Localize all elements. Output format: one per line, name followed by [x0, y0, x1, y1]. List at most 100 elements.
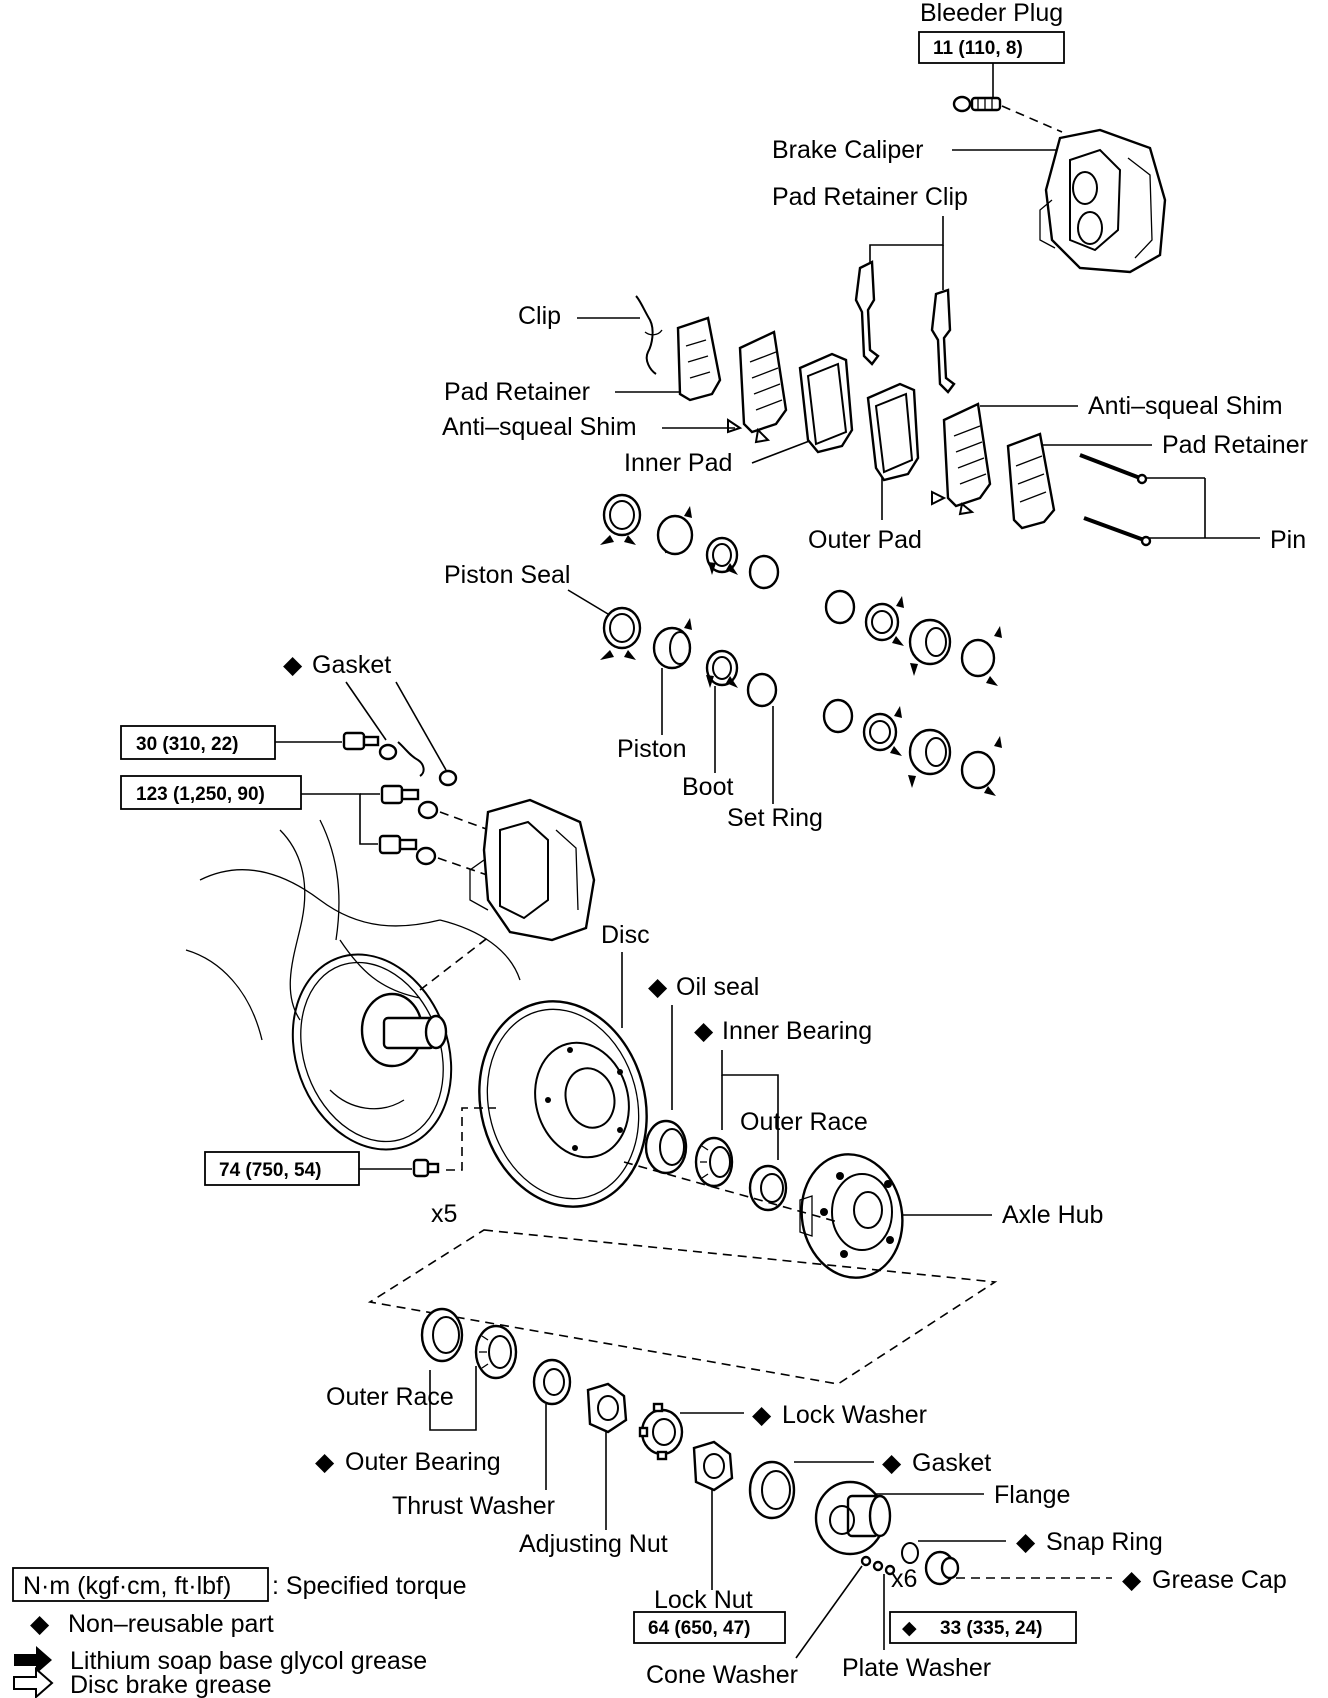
thrust-washer-label: Thrust Washer: [392, 1492, 555, 1520]
disc-part: [478, 1000, 648, 1208]
gasket-bolt-group: 30 (310, 22): [120, 725, 458, 787]
anti-squeal-shim-left-group: Anti–squeal Shim: [442, 330, 788, 444]
inner-pad-label: Inner Pad: [624, 449, 732, 477]
inner-bearing-group: ◆ Inner Bearing: [694, 1017, 872, 1188]
snap-ring-label: Snap Ring: [1046, 1528, 1163, 1556]
outer-bearing-label: Outer Bearing: [345, 1448, 501, 1476]
piston-set-row2: [602, 606, 778, 708]
pin-upper-part: [1079, 453, 1148, 485]
gasket-bolt-part: [342, 731, 458, 787]
pad-retainer-right-label: Pad Retainer: [1162, 431, 1308, 459]
flange-label: Flange: [994, 1481, 1070, 1509]
bleeder-plug-group: Bleeder Plug 11 (110, 8): [918, 0, 1065, 133]
non-reusable-symbol-gasket-bottom: ◆: [882, 1449, 902, 1477]
legend-non-reusable: Non–reusable part: [68, 1610, 274, 1638]
hub-parts-frame: [367, 1229, 998, 1385]
piston-part: [656, 514, 694, 556]
pad-retainer-clip-group: Pad Retainer Clip: [772, 183, 968, 394]
outer-race-upper-label: Outer Race: [740, 1108, 868, 1136]
anti-squeal-shim-left-label: Anti–squeal Shim: [442, 413, 637, 441]
set-ring-part: [748, 554, 780, 590]
legend-disc-grease-arrow-icon: [13, 1666, 54, 1698]
pin-group: Pin: [1079, 453, 1306, 554]
lock-nut-part: [692, 1440, 734, 1492]
piston-seal-group: Piston Seal: [444, 561, 609, 615]
non-reusable-symbol-flange-nut: ◆: [902, 1618, 917, 1639]
oil-seal-part: [644, 1119, 688, 1175]
legend: N·m (kgf·cm, ft·lbf) : Specified torque …: [12, 1567, 467, 1698]
lock-nut-label: Lock Nut: [654, 1586, 753, 1614]
piston-label: Piston: [617, 735, 686, 763]
non-reusable-symbol-grease-cap: ◆: [1122, 1566, 1142, 1594]
clip-group: Clip: [518, 295, 663, 375]
legend-disc-grease: Disc brake grease: [70, 1671, 271, 1698]
non-reusable-symbol-gasket: ◆: [283, 651, 303, 679]
outer-race-upper-part: [748, 1164, 788, 1212]
pad-retainer-left-label: Pad Retainer: [444, 378, 590, 406]
pad-retainer-left-part: [676, 316, 722, 402]
set-ring-label: Set Ring: [727, 804, 823, 832]
cone-washer-part: [860, 1555, 896, 1576]
flange-part: [814, 1480, 892, 1556]
lock-washer-part: [638, 1402, 684, 1461]
gasket-bottom-part: [748, 1460, 796, 1520]
anti-squeal-shim-right-part: [931, 402, 992, 516]
adjusting-nut-part: [586, 1382, 628, 1434]
piston-group: Piston: [617, 668, 686, 763]
non-reusable-symbol-snap-ring: ◆: [1016, 1528, 1036, 1556]
x5-label: x5: [431, 1200, 457, 1228]
pad-retainer-clip-label: Pad Retainer Clip: [772, 183, 968, 211]
flange-group: Flange: [814, 1480, 1070, 1556]
legend-lithium-arrow-icon: [14, 1646, 52, 1674]
axle-hub-group: Axle Hub: [799, 1153, 1103, 1279]
inner-pad-group: Inner Pad: [624, 352, 854, 477]
outer-race-lower-part: [420, 1307, 464, 1363]
inner-pad-part: [798, 352, 854, 454]
gasket-bottom-label: Gasket: [912, 1449, 991, 1477]
grease-cap-part: [924, 1550, 960, 1586]
non-reusable-symbol-lock-washer: ◆: [752, 1401, 772, 1429]
lock-nut-group: Lock Nut 64 (650, 47): [633, 1440, 786, 1644]
flange-nut-torque-box: [889, 1611, 1077, 1644]
bleeder-plug-torque-box: [918, 31, 1065, 64]
gasket-top-label: Gasket: [312, 651, 391, 679]
disc-bolt-group: 74 (750, 54) x5: [204, 1107, 496, 1228]
thrust-washer-part: [532, 1358, 572, 1406]
outer-race-lower-group: Outer Race: [326, 1307, 477, 1431]
gasket-bottom-group: ◆ Gasket: [748, 1449, 991, 1520]
oil-seal-group: ◆ Oil seal: [644, 973, 759, 1175]
gasket-bolt-torque: 30 (310, 22): [136, 734, 238, 755]
gasket-top-group: ◆ Gasket: [283, 651, 447, 771]
legend-torque-unit: N·m (kgf·cm, ft·lbf): [23, 1572, 231, 1600]
snap-ring-group: ◆ Snap Ring: [901, 1528, 1163, 1564]
caliper-bolt-torque-box: [120, 775, 302, 810]
grease-cap-label: Grease Cap: [1152, 1566, 1287, 1594]
oil-seal-label: Oil seal: [676, 973, 759, 1001]
legend-non-reusable-symbol: ◆: [30, 1610, 50, 1638]
pad-retainer-clip-left-part: [854, 260, 880, 366]
outer-race-lower-label: Outer Race: [326, 1383, 454, 1411]
lithium-grease-marks: [600, 506, 1002, 796]
caliper-bolt-torque: 123 (1,250, 90): [136, 784, 265, 805]
bleeder-plug-label: Bleeder Plug: [920, 0, 1063, 27]
pad-retainer-clip-right-part: [930, 288, 956, 394]
bleeder-plug-part: [952, 95, 1002, 113]
clip-part: [635, 295, 657, 375]
axle-hub-part: [799, 1153, 904, 1279]
set-ring-group: Set Ring: [727, 706, 823, 832]
pad-retainer-left-group: Pad Retainer: [444, 316, 722, 406]
disc-bolt-part: [412, 1158, 440, 1178]
caliper-bolt-group: 123 (1,250, 90): [120, 775, 501, 877]
anti-squeal-shim-right-group: Anti–squeal Shim: [931, 392, 1283, 516]
installed-caliper-part: [469, 798, 596, 942]
flange-nut-torque: 33 (335, 24): [940, 1618, 1042, 1639]
pin-lower-part: [1083, 516, 1152, 547]
lock-washer-group: ◆ Lock Washer: [638, 1401, 927, 1461]
outer-pad-part: [866, 382, 920, 482]
disc-bolt-torque: 74 (750, 54): [219, 1160, 321, 1181]
cone-washer-group: Cone Washer: [646, 1555, 896, 1689]
plate-washer-group: x6 Plate Washer ◆ 33 (335, 24): [842, 1565, 1077, 1682]
outer-bearing-group: ◆ Outer Bearing: [315, 1324, 518, 1476]
plate-washer-label: Plate Washer: [842, 1654, 991, 1682]
